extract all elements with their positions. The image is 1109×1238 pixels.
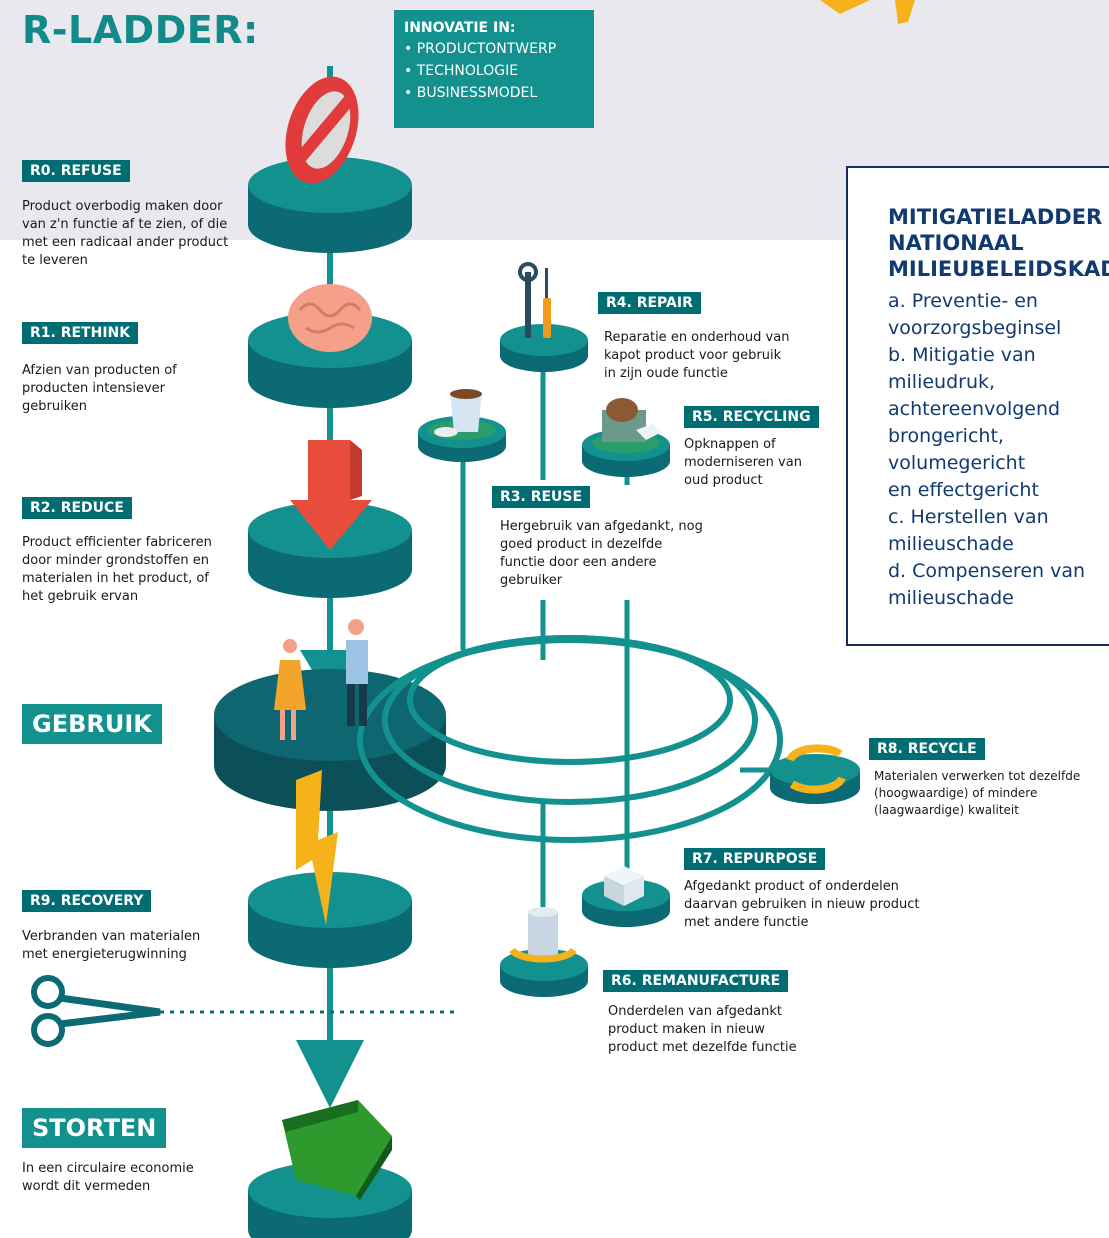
brain-icon	[288, 284, 372, 352]
tag-r1: R1. RETHINK	[22, 322, 139, 344]
desc-r3: Hergebruik van afgedankt, nog goed produ…	[500, 519, 703, 588]
desc-r8: Materialen verwerken tot dezelfde (hoogw…	[874, 769, 1081, 817]
tag-storten: STORTEN	[22, 1108, 167, 1148]
desc-r1: Afzien van producten of producten intens…	[22, 363, 177, 414]
tag-r7: R7. REPURPOSE	[684, 848, 826, 870]
desc-storten: In een circulaire economie wordt dit ver…	[22, 1161, 194, 1194]
cup-icon	[434, 389, 482, 437]
scissors-icon	[31, 975, 161, 1047]
wrench-screwdriver-icon	[518, 262, 551, 338]
cubes-icon	[604, 866, 644, 906]
circular-loops	[357, 635, 783, 843]
panel-item: a. Preventie- en voorzorgsbeginsel	[888, 290, 1062, 339]
tag-r3: R3. REUSE	[492, 486, 591, 508]
panel-item: c. Herstellen van milieuschade	[888, 506, 1049, 555]
tag-r5: R5. RECYCLING	[684, 406, 819, 428]
mitigation-panel: MITIGATIELADDER NATIONAAL MILIEUBELEIDSK…	[846, 166, 1109, 646]
innovation-item: BUSINESSMODEL	[404, 82, 584, 104]
panel-heading: MITIGATIELADDER NATIONAAL MILIEUBELEIDSK…	[888, 205, 1109, 281]
tag-r2: R2. REDUCE	[22, 497, 132, 519]
tag-r9: R9. RECOVERY	[22, 890, 152, 912]
innovation-box: INNOVATIE IN: PRODUCTONTWERP TECHNOLOGIE…	[394, 10, 594, 128]
panel-item: b. Mitigatie van milieudruk, achtereenvo…	[888, 344, 1061, 501]
innovation-item: PRODUCTONTWERP	[404, 38, 584, 60]
disc-r8	[770, 754, 860, 804]
stool-icon	[602, 398, 662, 442]
desc-r9: Verbranden van materialen met energieter…	[22, 929, 201, 962]
lightning-icon	[296, 770, 338, 925]
down-arrow-icon	[290, 440, 372, 550]
top-card	[712, 0, 1068, 90]
can-icon	[509, 907, 577, 963]
desc-r5: Opknappen of moderniseren van oud produc…	[684, 437, 802, 488]
desc-r2: Product efficienter fabriceren door mind…	[22, 535, 212, 604]
down-flow-arrow	[296, 1040, 364, 1108]
tag-r0: R0. REFUSE	[22, 160, 130, 182]
desc-r0: Product overbodig maken door van z'n fun…	[22, 199, 229, 268]
desc-r4: Reparatie en onderhoud van kapot product…	[604, 330, 790, 381]
tag-gebruik: GEBRUIK	[22, 704, 162, 744]
innovation-heading: INNOVATIE IN:	[404, 20, 516, 36]
innovation-item: TECHNOLOGIE	[404, 60, 584, 82]
container-icon	[282, 1100, 392, 1200]
recycle-arrows-icon	[786, 744, 846, 794]
prohibition-icon	[285, 76, 359, 184]
tag-r6: R6. REMANUFACTURE	[603, 970, 789, 992]
disc-r4	[500, 324, 588, 372]
desc-r6: Onderdelen van afgedankt product maken i…	[608, 1004, 797, 1055]
disc-r0	[248, 157, 412, 253]
disc-r9	[248, 872, 412, 968]
desc-r7: Afgedankt product of onderdelen daarvan …	[684, 879, 920, 930]
sun-icon	[820, 0, 915, 24]
panel-item: d. Compenseren van milieuschade	[888, 560, 1086, 609]
tag-r8: R8. RECYCLE	[869, 738, 985, 760]
tag-r4: R4. REPAIR	[598, 292, 701, 314]
people-icon	[274, 619, 368, 740]
page-title: R-LADDER:	[22, 8, 259, 52]
